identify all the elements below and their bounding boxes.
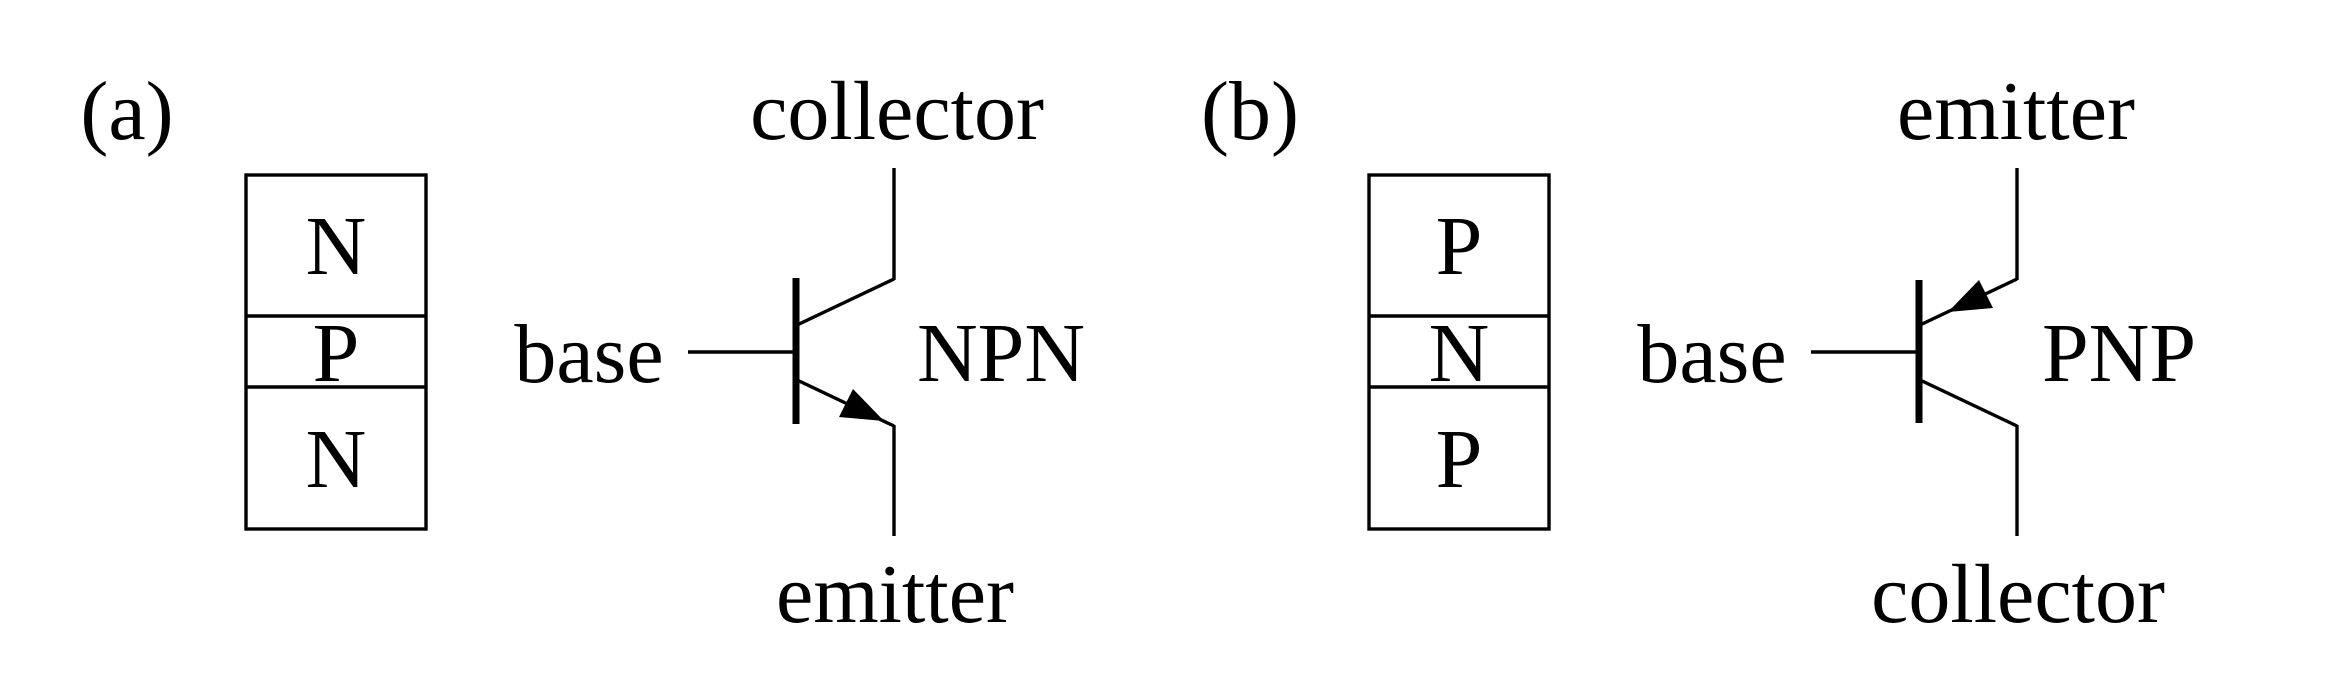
panel-b-label: (b)	[1201, 65, 1299, 158]
pnp-stack-layer-2: N	[1428, 307, 1490, 400]
npn-stack-layer-3: N	[305, 413, 367, 506]
npn-layer-stack	[244, 173, 428, 531]
pnp-symbol	[1811, 168, 2019, 536]
npn-stack-layer-2: P	[312, 307, 360, 400]
pnp-collector-label: collector	[1871, 548, 2165, 641]
pnp-emitter-label: emitter	[1897, 65, 2135, 158]
npn-type-label: NPN	[916, 307, 1086, 400]
pnp-stack-outline	[1367, 173, 1551, 531]
npn-base-label: base	[514, 308, 664, 401]
npn-stack-layer-1: N	[305, 200, 367, 293]
npn-stack-outline	[244, 173, 428, 531]
npn-collector-diagonal	[796, 277, 895, 327]
npn-symbol	[688, 168, 896, 536]
pnp-base-label: base	[1637, 308, 1787, 401]
npn-emitter-arrow-icon	[839, 389, 884, 421]
pnp-collector-diagonal	[1919, 378, 2018, 428]
npn-collector-label: collector	[750, 65, 1044, 158]
pnp-emitter-arrow-icon	[1948, 280, 1993, 312]
npn-emitter-label: emitter	[776, 548, 1014, 641]
pnp-stack-layer-1: P	[1435, 200, 1483, 293]
pnp-stack-layer-3: P	[1435, 413, 1483, 506]
pnp-layer-stack	[1367, 173, 1551, 531]
pnp-type-label: PNP	[2041, 307, 2197, 400]
panel-a-label: (a)	[80, 65, 174, 158]
